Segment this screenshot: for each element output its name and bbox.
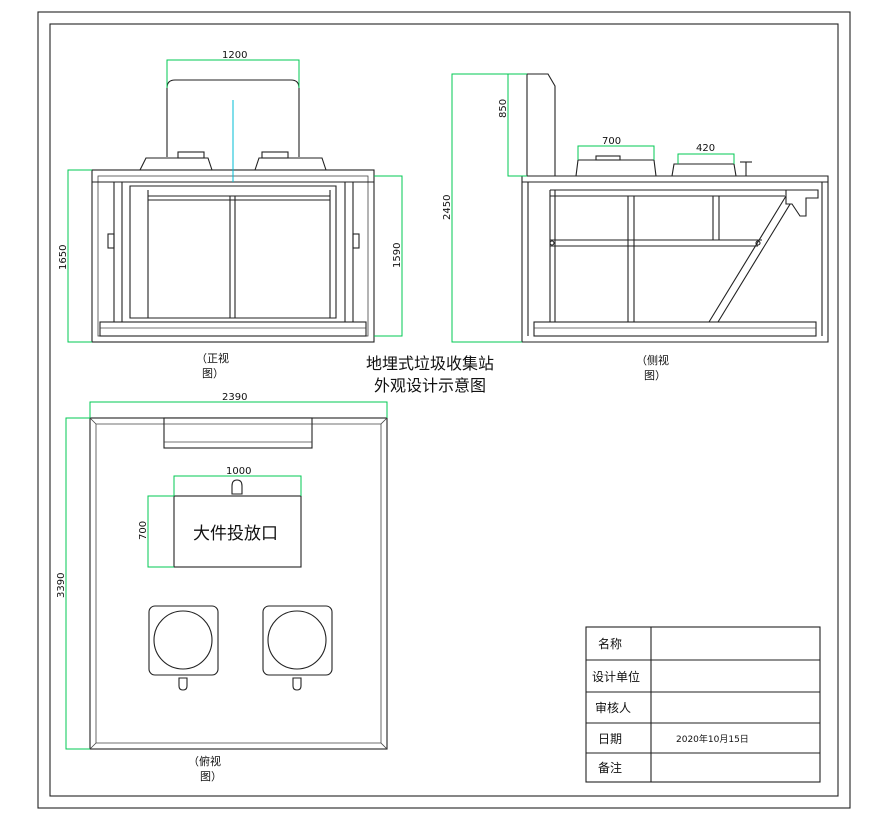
left-lid-frame bbox=[148, 605, 219, 676]
top-caption-2: 图） bbox=[200, 770, 222, 783]
front-right-lid bbox=[261, 151, 289, 159]
top-view: 大件投放口 2390 3390 1000 700 （俯视 图） bbox=[56, 392, 388, 783]
front-dim-top-width: 1200 bbox=[222, 50, 247, 61]
title-block-value-date: 2020年10月15日 bbox=[676, 733, 749, 745]
dim-line bbox=[166, 59, 300, 88]
right-round-lid bbox=[267, 610, 327, 670]
top-corner bbox=[89, 417, 97, 425]
top-dim-total-width: 2390 bbox=[222, 392, 247, 403]
side-view: 850 2450 700 420 （侧视 图） bbox=[442, 73, 829, 382]
side-base bbox=[533, 321, 817, 337]
drawing-title-line2: 外观设计示意图 bbox=[374, 376, 486, 395]
side-caption-2: 图） bbox=[644, 369, 666, 382]
top-corner bbox=[380, 417, 388, 425]
side-bin-2 bbox=[671, 163, 737, 177]
dim-line bbox=[374, 175, 403, 337]
front-caption-2: 图） bbox=[202, 367, 224, 380]
top-dim-opening-depth: 700 bbox=[138, 521, 149, 540]
front-base bbox=[99, 321, 367, 337]
side-bin-1 bbox=[575, 159, 657, 177]
side-body bbox=[521, 175, 829, 343]
side-lift-arm bbox=[708, 195, 796, 323]
dim-line bbox=[507, 73, 527, 177]
dim-line bbox=[147, 495, 174, 568]
side-bin-1-lid bbox=[595, 155, 621, 161]
side-pin bbox=[549, 240, 555, 246]
inner-border bbox=[49, 23, 839, 797]
large-item-opening-label: 大件投放口 bbox=[193, 524, 278, 544]
side-dim-back-height: 850 bbox=[498, 99, 509, 118]
title-block-label-reviewer: 审核人 bbox=[595, 700, 631, 715]
front-dim-left-height: 1650 bbox=[58, 245, 69, 270]
title-block-frame bbox=[585, 626, 821, 783]
opening-handle-icon bbox=[231, 479, 243, 495]
outer-border bbox=[37, 11, 851, 809]
front-container bbox=[129, 185, 337, 319]
front-view: 1200 1650 1590 （正视 图） bbox=[58, 50, 403, 380]
drawing-title-line1: 地埋式垃圾收集站 bbox=[366, 354, 494, 373]
dim-line bbox=[451, 73, 527, 343]
left-lid-handle-icon bbox=[178, 677, 188, 691]
front-dim-right-height: 1590 bbox=[392, 243, 403, 268]
dim-line bbox=[67, 169, 92, 343]
front-left-fitting bbox=[107, 233, 115, 249]
top-corner bbox=[89, 742, 97, 750]
front-right-fitting bbox=[352, 233, 360, 249]
title-block-label-name: 名称 bbox=[598, 636, 622, 651]
dim-line bbox=[65, 417, 90, 750]
side-dim-bin2-width: 420 bbox=[696, 143, 715, 154]
top-dim-opening-width: 1000 bbox=[226, 466, 251, 477]
large-item-opening bbox=[173, 495, 302, 568]
front-left-rim bbox=[139, 157, 213, 171]
top-dim-total-depth: 3390 bbox=[56, 573, 67, 598]
dim-line bbox=[89, 401, 388, 418]
front-left-lid bbox=[177, 151, 205, 159]
side-arm-head bbox=[785, 189, 819, 217]
side-dim-total-height: 2450 bbox=[442, 195, 453, 220]
right-lid-frame bbox=[262, 605, 333, 676]
left-round-lid bbox=[153, 610, 213, 670]
top-corner bbox=[380, 742, 388, 750]
title-block-label-remarks: 备注 bbox=[598, 760, 622, 775]
side-caption-1: （侧视 bbox=[636, 353, 669, 367]
front-caption-1: （正视 bbox=[196, 351, 229, 365]
top-caption-1: （俯视 bbox=[188, 754, 221, 768]
dim-line bbox=[173, 475, 302, 496]
title-block: 名称 设计单位 审核人 日期 备注 2020年10月15日 bbox=[585, 626, 821, 783]
dim-line bbox=[677, 153, 735, 164]
front-right-rim bbox=[254, 157, 327, 171]
side-dim-bin1-width: 700 bbox=[602, 136, 621, 147]
title-block-label-design-unit: 设计单位 bbox=[592, 669, 640, 684]
dim-line bbox=[577, 145, 655, 160]
title-block-label-date: 日期 bbox=[598, 732, 622, 746]
side-back-panel bbox=[526, 73, 556, 176]
right-lid-handle-icon bbox=[292, 677, 302, 691]
top-back-panel bbox=[163, 417, 313, 449]
